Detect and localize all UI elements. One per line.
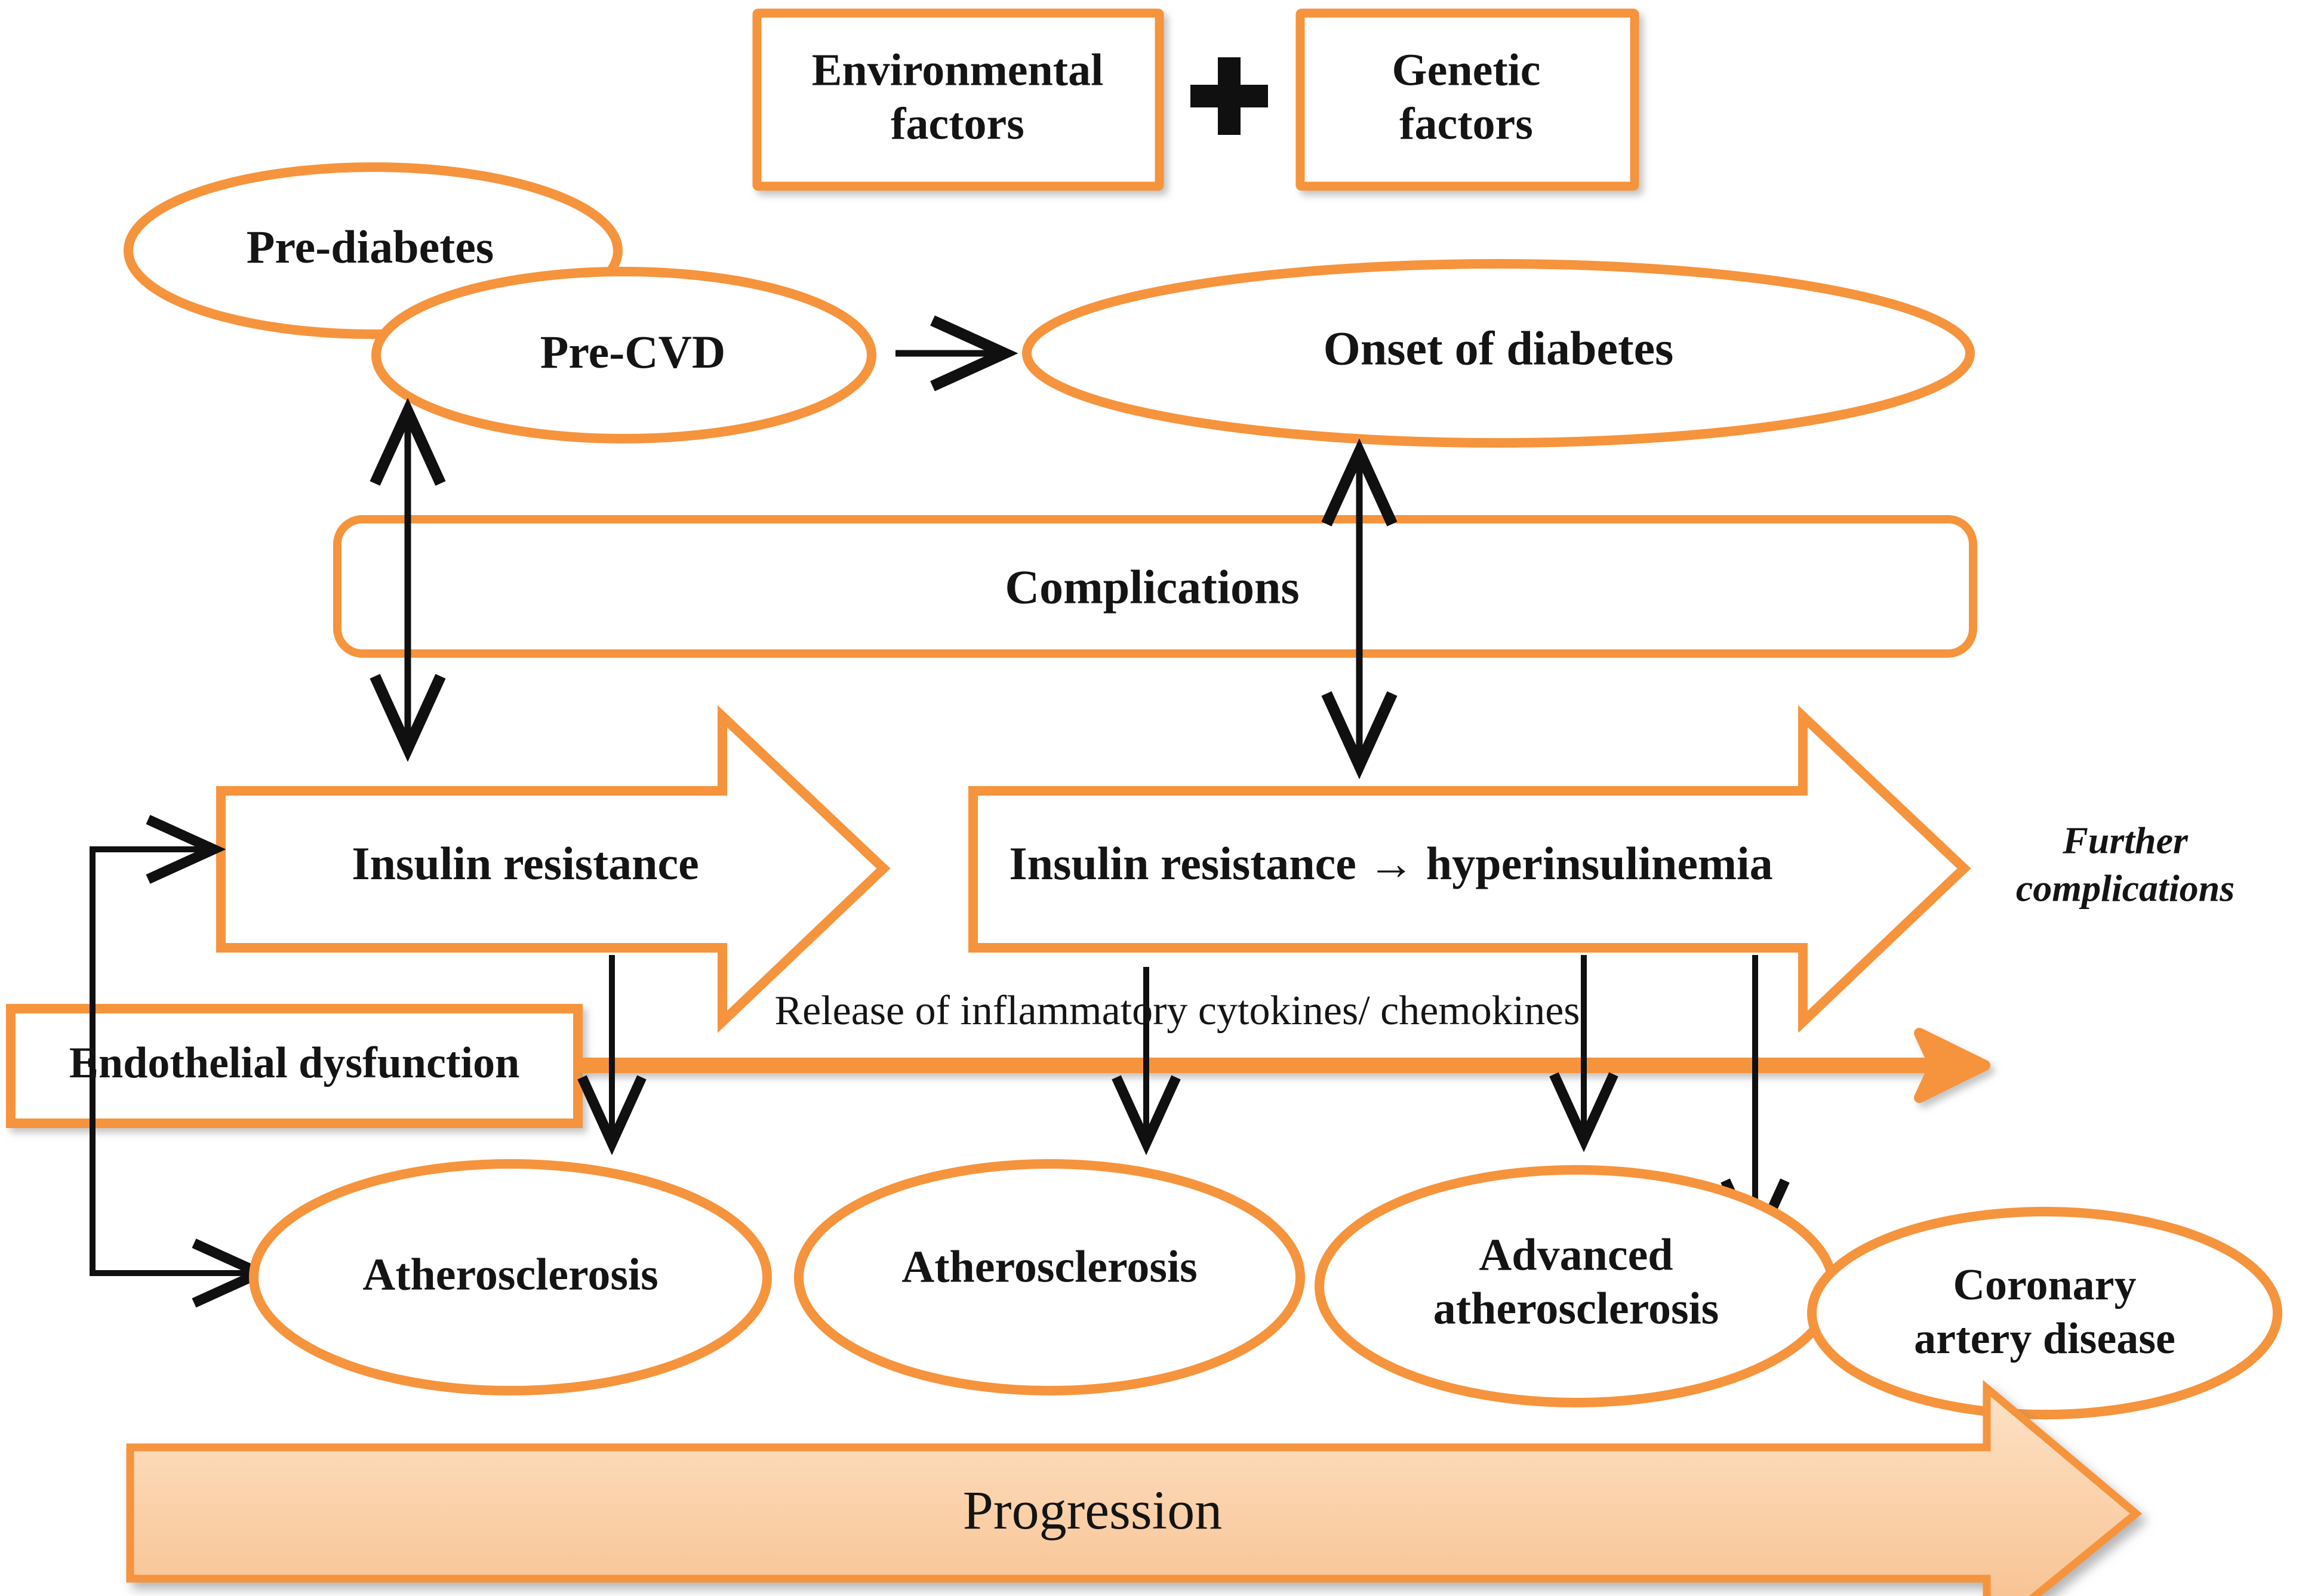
complications-bar-rect [333,515,1977,658]
environmental-factors-label-line1: Environmental [812,45,1103,95]
genetic-factors-box-rect [1295,8,1639,191]
atherosclerosis-2-label: Atherosclerosis [901,1241,1197,1292]
insulin-resistance-block-arrow [216,705,891,1033]
environmental-factors-box-rect [752,8,1164,191]
genetic-factors-label-line2: factors [1399,98,1533,149]
advanced-atherosclerosis-label-line1: Advanced [1479,1230,1673,1280]
plus-icon [1190,57,1268,135]
pre-cvd-ellipse [371,267,876,443]
complications-label: Complications [1005,561,1299,614]
progression-block-arrow [126,1380,2143,1596]
further-complications-label-line1: Further [2062,819,2189,862]
environmental-factors-label-line2: factors [891,98,1024,149]
endothelial-dysfunction-label: Endothelial dysfunction [69,1039,520,1087]
pre-diabetes-label: Pre-diabetes [247,221,494,273]
progression-label: Progression [963,1480,1222,1540]
onset-of-diabetes-ellipse [1022,259,1975,448]
genetic-factors-box [1295,8,1639,191]
coronary-artery-disease-ellipse [1807,1207,2282,1419]
environmental-factors-box [752,8,1164,191]
atherosclerosis-1-label: Atherosclerosis [362,1249,658,1299]
cytokine-release-arrow [578,1028,1990,1103]
pre-cvd-label: Pre-CVD [540,326,725,378]
hyperinsulinemia-label: Insulin resistance → hyperinsulinemia [1009,837,1772,889]
coronary-artery-disease-label-line1: Coronary [1953,1261,2137,1310]
hyperinsulinemia-block-arrow [968,705,1971,1033]
insulin-resistance-label: Insulin resistance [352,837,699,889]
onset-of-diabetes-label: Onset of diabetes [1324,322,1674,375]
atherosclerosis-2-ellipse [794,1159,1305,1395]
advanced-atherosclerosis-label-line2: atherosclerosis [1433,1283,1719,1333]
atherosclerosis-1-ellipse [249,1159,772,1395]
coronary-artery-disease-label-line2: artery disease [1914,1314,2175,1363]
further-complications-label-line2: complications [2016,867,2235,910]
endothelial-dysfunction-box-rect [6,1004,583,1128]
genetic-factors-label-line1: Genetic [1392,45,1540,95]
cytokine-release-label: Release of inflammatory cytokines/ chemo… [774,988,1580,1034]
